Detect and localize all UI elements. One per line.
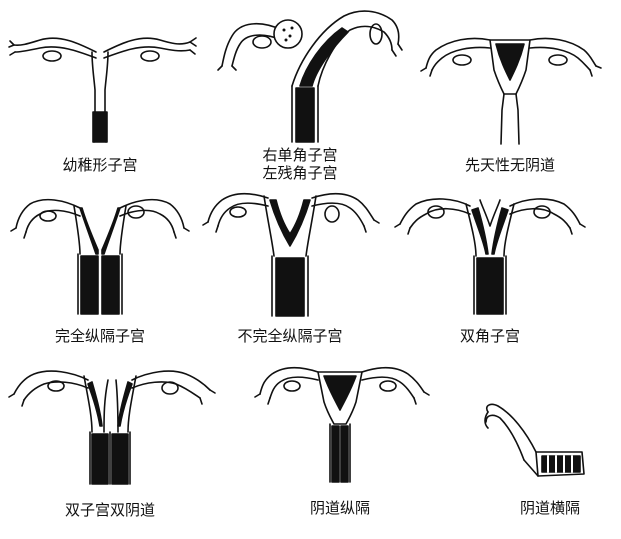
didelphys-uterus-label: 双子宫双阴道 [64,501,155,519]
incomplete-septate-uterus-label: 不完全纵隔子宫 [237,327,343,345]
complete-septate-uterus-label: 完全纵隔子宫 [54,327,145,345]
bicornuate-uterus-label: 双角子宫 [459,327,520,345]
unicornuate-uterus-figure [218,11,402,142]
complete-septate-uterus-figure [11,200,189,314]
unicornuate-uterus-label-line1: 右单角子宫 [262,146,338,164]
vaginal-agenesis-label: 先天性无阴道 [464,156,555,174]
didelphys-uterus-figure [9,371,215,484]
bicornuate-uterus-figure [395,199,585,314]
transverse-vaginal-septum-label: 阴道横隔 [519,499,580,517]
infantile-uterus-label: 幼稚形子宫 [62,156,138,174]
longitudinal-vaginal-septum-figure [255,368,429,482]
longitudinal-vaginal-septum-label: 阴道纵隔 [309,499,370,517]
infantile-uterus-figure [9,38,196,142]
unicornuate-uterus-label-line2: 左残角子宫 [262,164,338,182]
vaginal-agenesis-figure [421,38,601,144]
transverse-vaginal-septum-figure [485,404,584,476]
incomplete-septate-uterus-figure [203,194,379,316]
